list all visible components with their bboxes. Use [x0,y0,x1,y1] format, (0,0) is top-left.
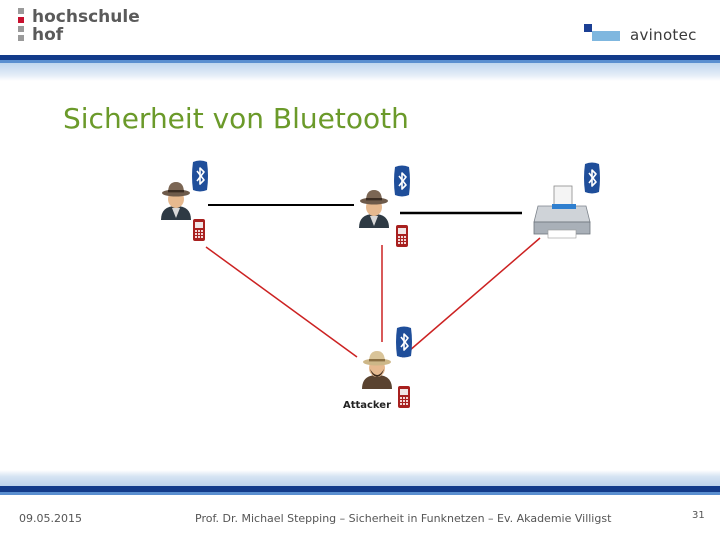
bluetooth-icon [191,159,209,193]
footer-date: 09.05.2015 [19,512,82,525]
header-band-accent [0,60,720,63]
header-band [0,55,720,60]
footer-band [0,486,720,492]
attack-link-line [205,246,358,358]
attacker-label: Attacker [343,400,391,411]
mobile-phone-icon [396,225,408,247]
header-band-gradient [0,63,720,81]
bluetooth-icon [583,161,601,195]
page-number: 31 [692,510,705,521]
hochschule-hof-logo: hochschule hof [14,6,154,50]
attacker-person-icon [362,351,392,389]
footer-credits: Prof. Dr. Michael Stepping – Sicherheit … [195,512,612,525]
printer-icon [533,185,591,239]
spy-person-icon [161,182,191,220]
bluetooth-attack-diagram: Attacker [161,159,601,411]
logo-square-red [18,17,24,23]
footer-band-gradient [0,470,720,486]
logo-text-line1: hochschule [32,7,140,27]
avinotec-mark-light [592,31,620,41]
bluetooth-icon [395,325,413,359]
avinotec-logo: avinotec [584,22,714,48]
logo-square [18,8,24,14]
bluetooth-icon [393,164,411,198]
spy-person-icon [359,190,389,228]
slide-title: Sicherheit von Bluetooth [63,102,409,135]
footer-band-accent [0,492,720,495]
logo-text-line2: hof [32,25,64,45]
avinotec-text: avinotec [630,26,697,44]
logo-square [18,35,24,41]
mobile-phone-icon [193,219,205,241]
avinotec-mark-dark [584,24,592,32]
attack-link-line [401,237,541,358]
mobile-phone-icon [398,386,410,408]
logo-square [18,26,24,32]
